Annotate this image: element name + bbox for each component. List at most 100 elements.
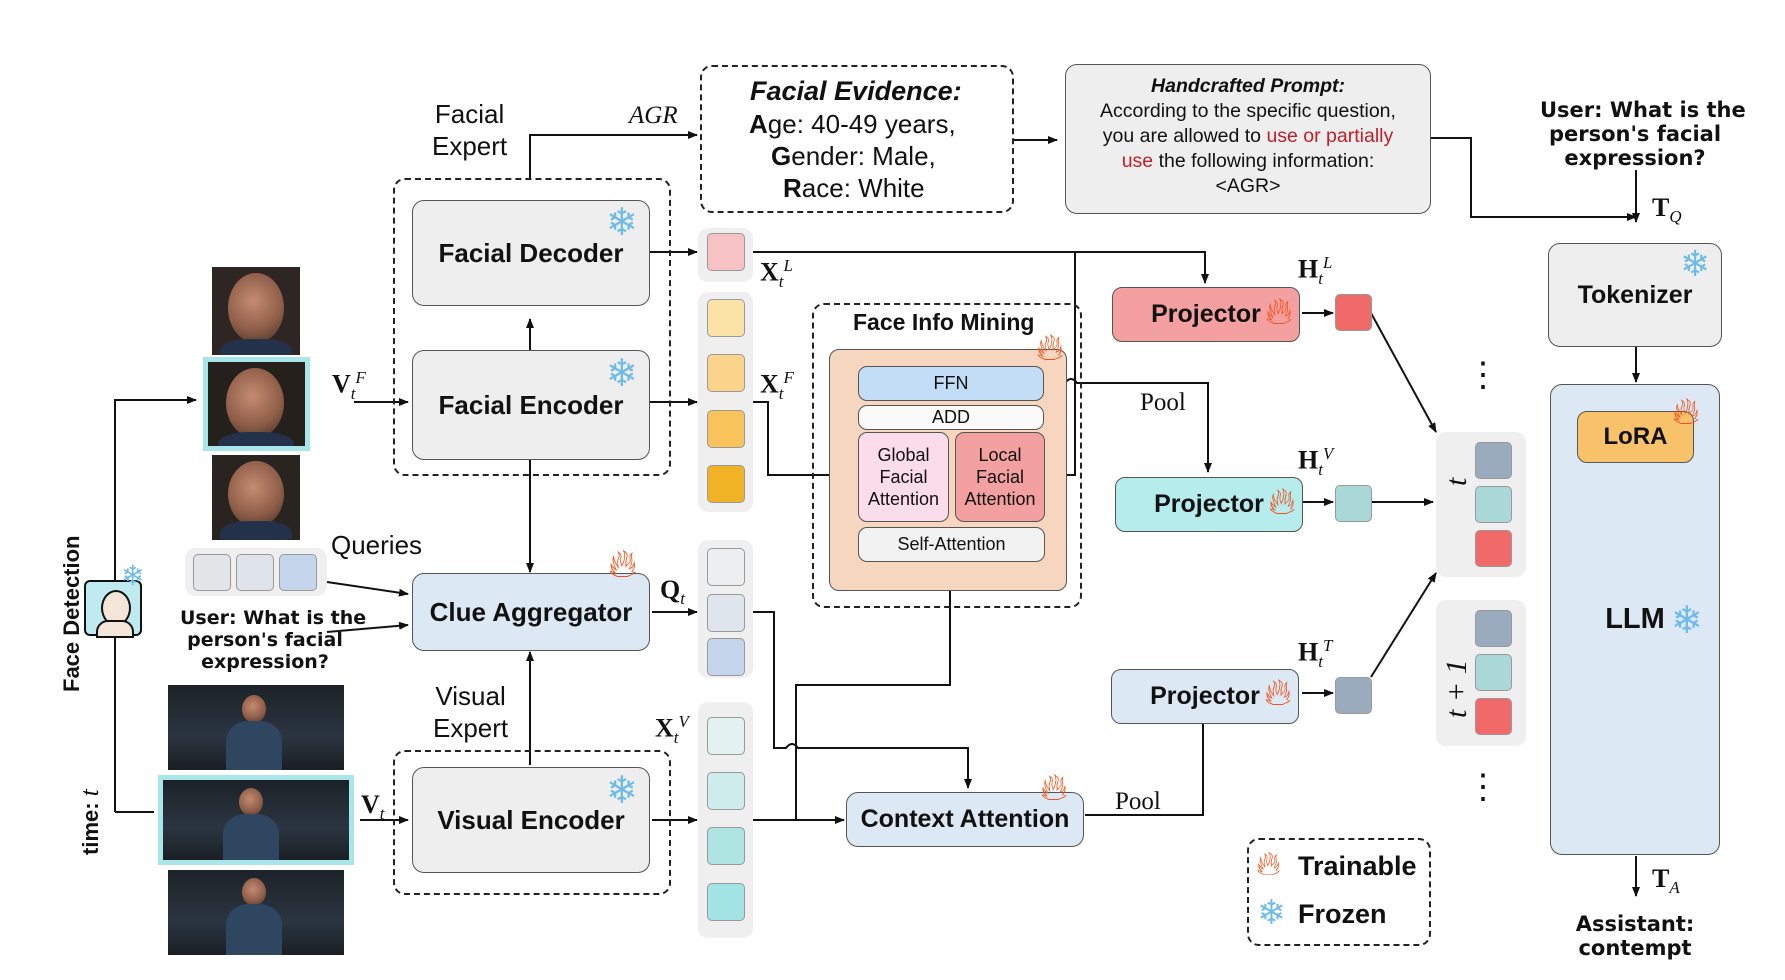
- vf-label: VtF: [332, 368, 366, 403]
- query-token: [236, 554, 274, 591]
- handcrafted-prompt-title: Handcrafted Prompt:: [1151, 75, 1345, 97]
- flame-icon: 🔥︎: [1036, 325, 1064, 369]
- face-crop-image: [212, 455, 300, 540]
- snowflake-icon: ❄: [1671, 598, 1703, 642]
- facial-encoder-box: Facial Encoder: [412, 350, 650, 460]
- flame-icon: 🔥︎: [1672, 389, 1700, 433]
- video-frame-image: [158, 775, 354, 865]
- agr-label: AGR: [629, 102, 678, 129]
- face-crop-image: [212, 267, 300, 355]
- facial-expert-label: Facial Expert: [432, 99, 508, 161]
- legend-box: [1247, 838, 1431, 946]
- visual-encoder-label: Visual Encoder: [437, 804, 625, 835]
- seq-t1-token: [1475, 654, 1512, 691]
- facial-evidence-box: [700, 65, 1014, 213]
- self-attention-box: Self-Attention: [858, 527, 1045, 562]
- video-frame-image: [168, 870, 344, 955]
- seq-t-token: [1475, 530, 1512, 567]
- xf-label: XtF: [760, 368, 794, 403]
- ellipsis-top: ⋮: [1466, 356, 1500, 394]
- clue-aggregator-label: Clue Aggregator: [429, 596, 633, 627]
- q-token: [707, 638, 745, 676]
- context-attention-label: Context Attention: [860, 805, 1070, 833]
- flame-icon: 🔥︎: [1256, 844, 1281, 884]
- xv-token: [707, 827, 745, 865]
- flame-icon: 🔥︎: [608, 541, 638, 587]
- xl-label: XtL: [760, 256, 793, 291]
- xf-token: [707, 354, 745, 392]
- hl-token: [1335, 294, 1372, 331]
- face-crop-image: [203, 357, 310, 451]
- add-box: ADD: [858, 405, 1044, 430]
- facial-decoder-label: Facial Decoder: [438, 237, 624, 268]
- visual-encoder-box: Visual Encoder: [412, 767, 650, 873]
- visual-expert-box: [393, 750, 671, 895]
- facial-evidence-gender: Gender: Male,: [771, 141, 936, 171]
- handcrafted-prompt-line4: <AGR>: [1215, 175, 1281, 197]
- video-frame-image: [168, 685, 344, 770]
- user-question-right: User: What is the person's facial expres…: [1540, 98, 1746, 171]
- user-question-left: User: What is the person's facial expres…: [180, 607, 367, 673]
- face-detection-icon: [84, 580, 142, 638]
- tokenizer-label: Tokenizer: [1577, 280, 1693, 309]
- snowflake-icon: ❄: [606, 768, 638, 812]
- llm-label: LLM: [1605, 603, 1665, 635]
- handcrafted-prompt-line1: According to the specific question,: [1100, 100, 1396, 122]
- assistant-answer: Assistant: contempt: [1575, 912, 1695, 961]
- xv-label: XtV: [655, 712, 689, 747]
- snowflake-icon: ❄: [1257, 893, 1286, 933]
- snowflake-icon: ❄: [606, 200, 638, 244]
- handcrafted-prompt-box: Handcrafted Prompt: According to the spe…: [1065, 64, 1431, 214]
- seq-t1-token: [1475, 698, 1512, 735]
- ffn-box: FFN: [858, 366, 1044, 401]
- query-token: [279, 554, 317, 591]
- handcrafted-prompt-line2: you are allowed to use or partially: [1102, 125, 1394, 147]
- facial-evidence-race: Race: White: [783, 173, 925, 203]
- seq-t1-token: [1475, 610, 1512, 647]
- xf-token: [707, 465, 745, 503]
- projector-t-box: Projector: [1111, 669, 1299, 724]
- lora-box: LoRA: [1577, 411, 1694, 463]
- snowflake-icon: ❄: [121, 559, 145, 592]
- legend-frozen: Frozen: [1298, 899, 1387, 929]
- flame-icon: 🔥︎: [1268, 479, 1296, 523]
- context-attention-box: Context Attention: [846, 792, 1084, 847]
- hv-label: HtV: [1298, 444, 1334, 479]
- xv-token: [707, 883, 745, 921]
- q-token: [707, 594, 745, 632]
- facial-evidence-age: Age: 40-49 years,: [749, 109, 956, 139]
- facial-decoder-box: Facial Decoder: [412, 200, 650, 306]
- hl-label: HtL: [1298, 253, 1333, 288]
- legend-trainable: Trainable: [1298, 851, 1417, 881]
- face-detection-label: Face Detection: [59, 535, 84, 693]
- projector-v-box: Projector: [1115, 477, 1303, 532]
- flame-icon: 🔥︎: [1265, 289, 1293, 333]
- flame-icon: 🔥︎: [1264, 670, 1292, 714]
- face-info-mining-box: [812, 303, 1082, 608]
- xv-token: [707, 772, 745, 810]
- hv-token: [1335, 485, 1372, 522]
- pool-label-top: Pool: [1140, 389, 1186, 416]
- queries-label: Queries: [331, 530, 423, 560]
- ellipsis-bottom: ⋮: [1466, 768, 1500, 806]
- v-label: Vt: [361, 790, 385, 824]
- q-token: [707, 548, 745, 586]
- facial-expert-box: [393, 178, 671, 476]
- facial-encoder-label: Facial Encoder: [438, 389, 624, 420]
- q-label: Qt: [660, 575, 685, 609]
- tokenizer-box: Tokenizer: [1548, 243, 1722, 347]
- pool-label-bottom: Pool: [1115, 788, 1161, 815]
- t1-label: t + 1: [1440, 659, 1473, 718]
- xf-token: [707, 299, 745, 337]
- facial-evidence-title: Facial Evidence:: [750, 76, 962, 106]
- projector-l-box: Projector: [1112, 287, 1300, 342]
- local-facial-attention-box: Local Facial Attention: [955, 432, 1045, 522]
- seq-t-token: [1475, 442, 1512, 479]
- tq-label: TQ: [1652, 193, 1682, 227]
- xf-token: [707, 410, 745, 448]
- xv-token: [707, 717, 745, 755]
- clue-aggregator-box: Clue Aggregator: [412, 573, 650, 651]
- ta-label: TA: [1652, 864, 1680, 898]
